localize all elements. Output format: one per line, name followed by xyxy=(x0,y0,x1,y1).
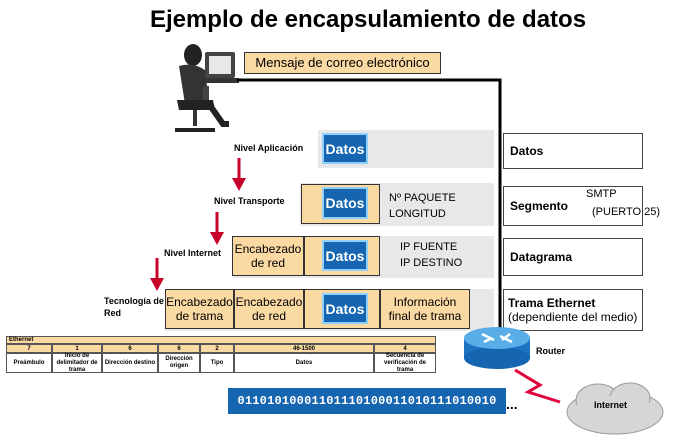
ip-destination-label: IP DESTINO xyxy=(400,257,463,269)
transport-data-box: Datos xyxy=(322,187,368,219)
media-dependent-label: (dependiente del medio) xyxy=(508,310,638,324)
router-icon xyxy=(464,327,530,369)
frame-field-type: Tipo xyxy=(200,353,234,373)
ethernet-frame-title: Ethernet xyxy=(6,336,436,344)
binary-ellipsis: ... xyxy=(506,396,518,412)
internet-info: IP FUENTE IP DESTINO xyxy=(400,239,462,271)
computer-user-icon xyxy=(175,44,239,132)
smtp-label: SMTP xyxy=(586,188,617,200)
frame-size-data: 46-1500 xyxy=(234,344,374,353)
frame-size-preamble: 7 xyxy=(6,344,52,353)
unit-data: Datos xyxy=(503,133,643,169)
level-network-technology: Tecnología de Red xyxy=(104,296,164,318)
ethernet-frame-label: Trama Ethernet xyxy=(508,296,596,310)
frame-trailer-box: Información final de trama xyxy=(380,289,470,329)
internet-cloud-icon xyxy=(566,382,664,435)
frame-field-preamble: Preámbulo xyxy=(6,353,52,373)
frame-header-box: Encabezado de trama xyxy=(165,289,234,329)
down-arrow-icon xyxy=(232,158,246,191)
frame-field-src: Dirección origen xyxy=(158,353,200,373)
frame-size-type: 2 xyxy=(200,344,234,353)
internet-data-box: Datos xyxy=(322,240,368,271)
frame-size-sfd: 1 xyxy=(52,344,102,353)
level-internet: Nivel Internet xyxy=(164,248,222,258)
down-arrow-icon xyxy=(210,212,224,245)
app-data-box: Datos xyxy=(322,133,368,164)
internet-label: Internet xyxy=(594,400,628,410)
email-message-box: Mensaje de correo electrónico xyxy=(244,52,441,74)
binary-stream: 01101010001101110100011010111010010 xyxy=(228,388,506,414)
packet-number-label: Nº PAQUETE xyxy=(389,192,456,204)
frame-field-dest: Dirección destino xyxy=(102,353,158,373)
frame-network-header-box: Encabezado de red xyxy=(234,289,304,329)
frame-data-box: Datos xyxy=(322,293,368,324)
down-arrow-icon xyxy=(150,258,164,291)
frame-size-src: 6 xyxy=(158,344,200,353)
port-label: (PUERTO 25) xyxy=(592,206,661,218)
frame-field-fcs: Secuencia de verificación de trama xyxy=(374,353,436,373)
ethernet-frame-table: 7 1 6 6 2 46-1500 4 Preámbulo Inicio de … xyxy=(6,344,436,374)
page-title: Ejemplo de encapsulamiento de datos xyxy=(149,6,587,33)
level-application: Nivel Aplicación xyxy=(234,143,304,153)
network-header-box: Encabezado de red xyxy=(232,236,304,276)
router-label: Router xyxy=(536,346,565,356)
unit-ethernet-frame: Trama Ethernet (dependiente del medio) xyxy=(503,289,643,331)
unit-datagram: Datagrama xyxy=(503,238,643,276)
transport-info: Nº PAQUETE LONGITUD xyxy=(389,190,456,222)
frame-field-data: Datos xyxy=(234,353,374,373)
unit-segment: Segmento xyxy=(503,186,643,226)
frame-size-dest: 6 xyxy=(102,344,158,353)
frame-field-sfd: Inicio de delimitador de trama xyxy=(52,353,102,373)
length-label: LONGITUD xyxy=(389,208,446,220)
frame-size-fcs: 4 xyxy=(374,344,436,353)
level-transport: Nivel Transporte xyxy=(214,196,285,206)
ip-source-label: IP FUENTE xyxy=(400,241,458,253)
